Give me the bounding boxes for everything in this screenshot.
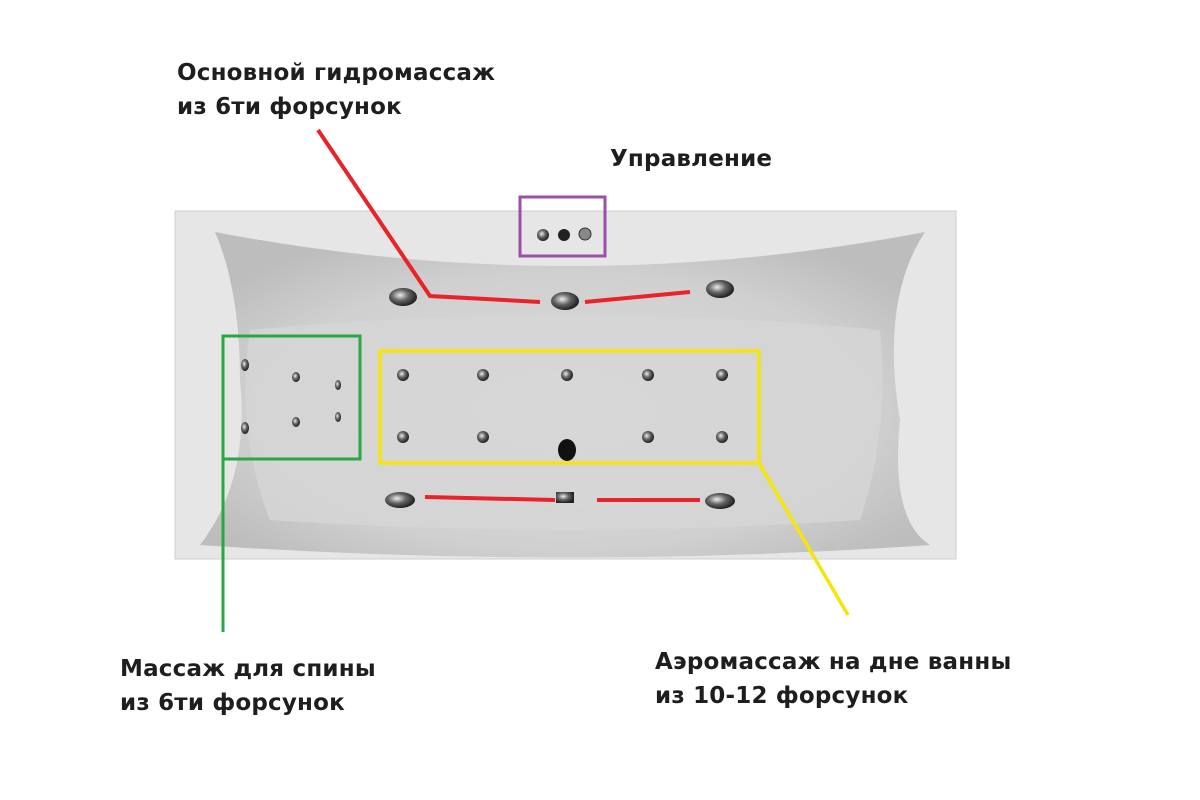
aero-massage-label: Аэромассаж на дне ванны из 10-12 форсуно… xyxy=(655,645,1011,713)
bathtub xyxy=(174,210,957,560)
hydro-pointer-lines xyxy=(316,128,700,502)
aero-massage-label-line1: Аэромассаж на дне ванны xyxy=(655,649,1012,675)
back-massage-label: Массаж для спины из 6ти форсунок xyxy=(120,652,376,720)
control-label: Управление xyxy=(610,142,772,176)
main-hydro-label: Основной гидромассаж из 6ти форсунок xyxy=(177,56,495,124)
control-buttons xyxy=(537,227,592,241)
back-massage-highlight xyxy=(221,334,362,632)
aero-massage-highlight xyxy=(378,349,850,616)
back-jets xyxy=(241,359,341,434)
aero-jets xyxy=(397,369,728,461)
main-hydro-label-line2: из 6ти форсунок xyxy=(177,94,402,120)
back-massage-label-line2: из 6ти форсунок xyxy=(120,690,345,716)
control-highlight-box xyxy=(518,195,607,258)
main-hydro-label-line1: Основной гидромассаж xyxy=(177,60,496,86)
hydro-jets xyxy=(385,280,735,509)
back-massage-label-line1: Массаж для спины xyxy=(120,656,376,682)
aero-massage-label-line2: из 10-12 форсунок xyxy=(655,683,909,709)
control-label-line1: Управление xyxy=(610,146,773,172)
